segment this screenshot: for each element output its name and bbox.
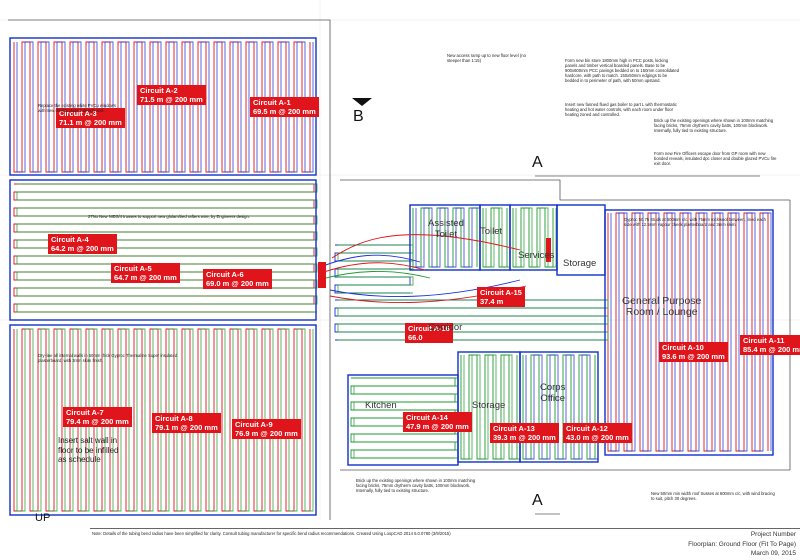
note-stud-walls: Gyproc 50.75 Studs at 600mm c/c, with 75… xyxy=(624,217,766,227)
note-dry-lining: Dry-line all internal walls in 50mm thic… xyxy=(38,353,178,363)
heating-loop-4 xyxy=(482,207,508,268)
note-bin-store: Form new bin store 1800mm high in PCC po… xyxy=(565,58,680,83)
title-block: Note: Details of the tubing bend radius … xyxy=(90,528,800,560)
drawing-date: March 09, 2015 xyxy=(750,550,796,557)
return-loop-4 xyxy=(485,207,511,268)
room-corridor: Corridor xyxy=(428,322,463,333)
note-new-wall: New 50mm min width roof trusses at 600mm… xyxy=(651,491,775,501)
note-brick-openings: Brick up the existing openings where sho… xyxy=(654,118,774,133)
up-label: UP xyxy=(35,512,51,524)
room-kitchen: Kitchen xyxy=(365,400,397,411)
return-loop-3 xyxy=(415,207,481,268)
building-outline xyxy=(8,19,791,520)
project-number: Project Number xyxy=(750,531,796,538)
note-brick-bottom: Brick up the existing openings where sho… xyxy=(356,478,476,493)
return-loop-6 xyxy=(610,212,772,452)
manifold-feed xyxy=(317,234,551,304)
room-assisted-toilet: Assisted Toilet xyxy=(428,218,464,240)
room-storage-mid: Storage xyxy=(472,400,506,411)
note-boiler: Insert new fanned flued gas boiler to pa… xyxy=(565,102,677,117)
room-general-purpose: General Purpose Room / Lounge xyxy=(622,295,702,318)
section-marker-b: B xyxy=(353,108,364,125)
return-loop-11 xyxy=(337,244,414,294)
note-pvcu: Replace the existing white PVCu windows … xyxy=(38,103,116,113)
note-fire-door: Form new Fire Officers escape door from … xyxy=(654,151,777,166)
section-arrows xyxy=(352,98,760,515)
room-storage-top: Storage xyxy=(563,258,597,269)
return-loop-9 xyxy=(525,354,599,460)
section-marker-a-top: A xyxy=(532,154,543,171)
room-corps-office: Corps Office xyxy=(540,382,566,404)
note-nibs: 27No New NIBS/4 trusses to support new g… xyxy=(88,214,250,219)
salt-wall-note: Insert salt wall in floor to be infilled… xyxy=(58,436,119,464)
heating-loop-3 xyxy=(412,207,478,268)
drawing-title: Floorplan: Ground Floor (Fit To Page) xyxy=(688,541,796,548)
footer-note: Note: Details of the tubing bend radius … xyxy=(92,531,451,536)
return-loop-1 xyxy=(16,183,318,313)
heating-loop-6 xyxy=(607,212,769,452)
room-toilet: Toilet xyxy=(480,226,503,237)
return-loop-10 xyxy=(337,299,609,341)
return-loop-8 xyxy=(463,354,521,460)
section-marker-a-bottom: A xyxy=(532,492,543,509)
note-access-ramp: New access ramp up to new floor level (n… xyxy=(447,53,526,63)
room-services: Services xyxy=(518,250,555,261)
return-loop-5 xyxy=(515,207,557,268)
